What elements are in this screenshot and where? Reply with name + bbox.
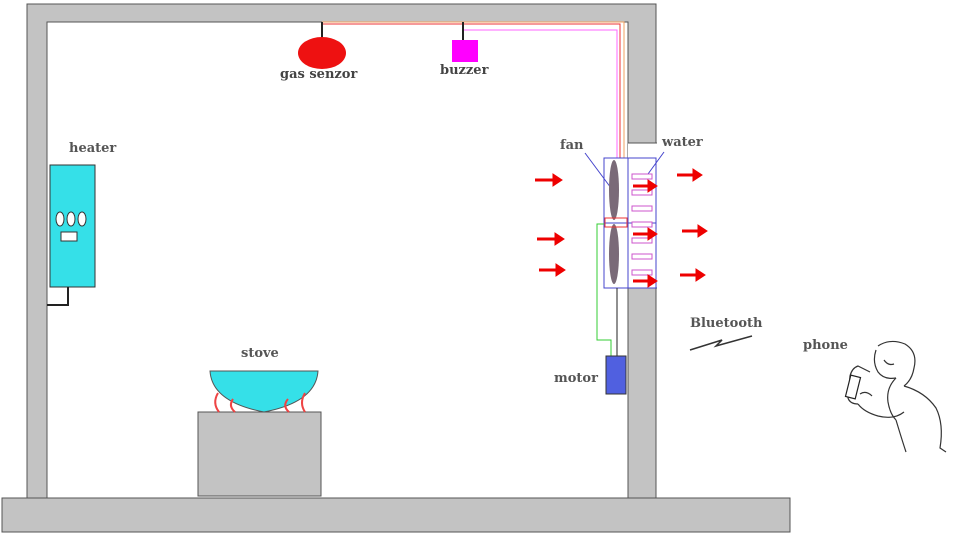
buzzer-icon <box>452 40 478 62</box>
heater-label: heater <box>69 141 116 156</box>
fan-pointer <box>584 152 612 189</box>
room-interior <box>46 21 629 499</box>
arrow-right-icon <box>677 168 703 182</box>
arrow-right-icon <box>682 224 708 238</box>
motor-icon <box>605 355 627 395</box>
stove-icon <box>197 370 322 497</box>
fan-icon <box>603 157 657 289</box>
buzzer-label: buzzer <box>440 63 489 78</box>
wall-opening <box>628 143 657 288</box>
bluetooth-icon <box>689 335 753 351</box>
arrow-right-icon <box>680 268 706 282</box>
arrow-right-icon <box>633 179 658 193</box>
motor-wire <box>596 223 612 356</box>
phone-user-icon <box>844 340 947 453</box>
heater-icon <box>47 164 96 306</box>
gas-sensor-label: gas senzor <box>280 67 357 82</box>
gas-sensor-icon <box>298 37 346 69</box>
airflow-arrows <box>535 168 708 288</box>
arrow-right-icon <box>633 274 658 288</box>
phone-label: phone <box>803 338 848 353</box>
motor-label: motor <box>554 371 598 386</box>
water-pads <box>631 173 653 276</box>
arrow-right-icon <box>537 232 565 246</box>
arrow-right-icon <box>633 227 658 241</box>
water-label: water <box>661 135 703 150</box>
fan-label: fan <box>560 138 584 153</box>
ceiling-wires <box>321 21 625 158</box>
stove-label: stove <box>241 346 279 361</box>
bluetooth-label: Bluetooth <box>690 316 763 331</box>
floor-slab <box>1 497 791 533</box>
arrow-right-icon <box>535 173 563 187</box>
arrow-right-icon <box>539 263 566 277</box>
